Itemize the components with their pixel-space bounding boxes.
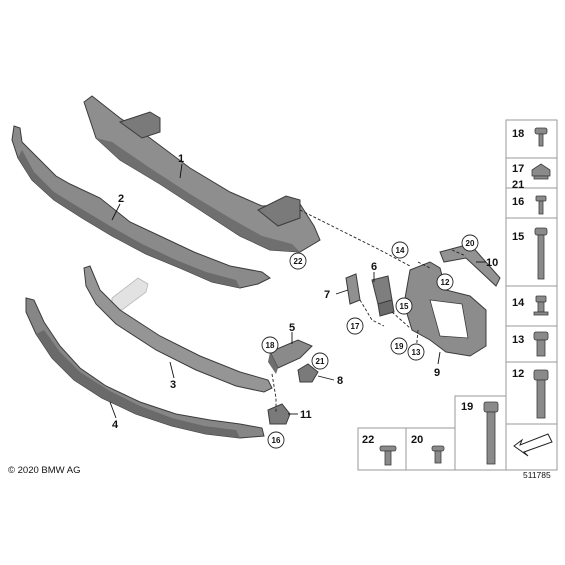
table-label-12: 12	[512, 368, 524, 380]
callout-14: 14	[391, 241, 409, 259]
callout-19: 19	[390, 337, 408, 355]
table-label-16: 16	[512, 196, 524, 208]
screw-22	[379, 445, 397, 466]
bolt-12	[533, 369, 549, 419]
table-label-22: 22	[362, 434, 374, 446]
svg-text:22: 22	[294, 257, 303, 266]
screw-18	[534, 127, 548, 147]
screw-20	[431, 445, 445, 464]
screw-14	[533, 295, 549, 316]
table-label-14: 14	[512, 297, 525, 309]
svg-text:13: 13	[412, 348, 421, 357]
svg-text:18: 18	[266, 341, 275, 350]
part-4-lower-trim	[25, 297, 265, 439]
screw-16	[535, 195, 547, 215]
diagram-reference-number: 511785	[523, 470, 551, 480]
part-8-clip	[297, 363, 319, 383]
callout-16: 16	[267, 431, 285, 449]
part-6-holder	[371, 275, 395, 317]
table-label-15: 15	[512, 231, 524, 243]
callout-12: 12	[436, 273, 454, 291]
part-2-absorber	[11, 125, 271, 289]
callout-21: 21	[311, 352, 329, 370]
table-label-20: 20	[411, 434, 423, 446]
label-part-9: 9	[434, 367, 440, 379]
table-label-17: 17	[512, 163, 524, 175]
callout-17: 17	[346, 317, 364, 335]
copyright: © 2020 BMW AG	[8, 465, 80, 476]
svg-text:16: 16	[272, 436, 281, 445]
part-11-holder	[267, 403, 291, 425]
label-part-4: 4	[112, 419, 119, 431]
bolt-13	[533, 331, 549, 357]
callout-15: 15	[395, 297, 413, 315]
label-part-6: 6	[371, 261, 377, 273]
label-part-2: 2	[118, 193, 124, 205]
bolt-15	[534, 227, 548, 280]
label-part-7: 7	[324, 289, 330, 301]
svg-text:14: 14	[396, 246, 405, 255]
svg-text:17: 17	[351, 322, 360, 331]
table-label-13: 13	[512, 334, 524, 346]
part-9-mount-bracket	[403, 261, 487, 357]
label-part-8: 8	[337, 375, 343, 387]
table-label-19: 19	[461, 401, 473, 413]
circled-callouts: 22 14 20 12 15 17 19 13	[261, 234, 479, 449]
svg-text:21: 21	[316, 357, 325, 366]
callout-22: 22	[289, 252, 307, 270]
label-part-3: 3	[170, 379, 176, 391]
direction-arrow-icon	[513, 433, 553, 457]
callout-13: 13	[407, 343, 425, 361]
part-7-bracket	[345, 273, 361, 305]
label-part-1: 1	[178, 153, 184, 165]
part-5-bracket	[268, 339, 313, 374]
part-3-trim-strip	[83, 265, 273, 393]
part-numbers: 1 2 3 4 5 6 7 8 9 10 11	[112, 153, 498, 431]
svg-text:19: 19	[395, 342, 404, 351]
bolt-19	[483, 401, 499, 465]
leader-lines	[109, 163, 486, 419]
assembly-lines	[271, 209, 467, 412]
svg-text:15: 15	[400, 302, 409, 311]
table-label-18: 18	[512, 128, 524, 140]
callout-18: 18	[261, 336, 279, 354]
label-part-5: 5	[289, 322, 295, 334]
part-1-bumper-carrier	[83, 95, 321, 253]
label-part-11: 11	[300, 409, 312, 421]
table-label-21: 21	[512, 179, 524, 191]
foam-insert	[111, 277, 149, 311]
label-part-10: 10	[486, 257, 498, 269]
fastener-table: 18 17 21 16 15 14 13 12 19 22 20	[357, 119, 558, 471]
svg-text:12: 12	[441, 278, 450, 287]
svg-text:20: 20	[466, 239, 475, 248]
nut-17	[531, 163, 551, 180]
callout-20: 20	[461, 234, 479, 252]
